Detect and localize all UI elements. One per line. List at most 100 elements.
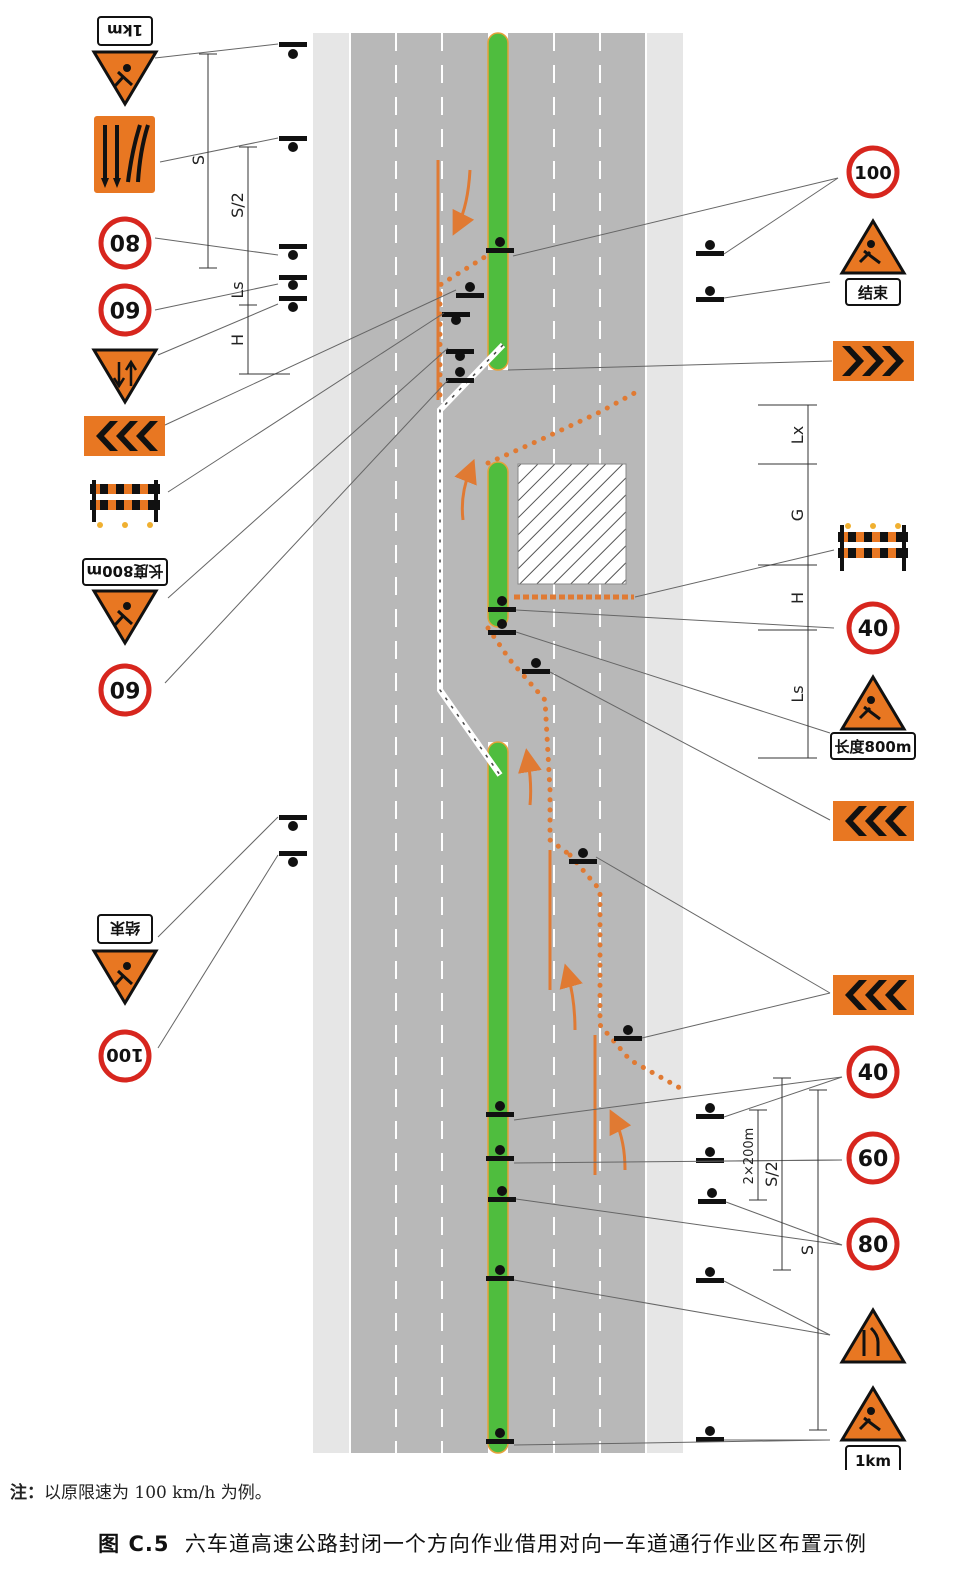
sign-post	[446, 349, 474, 361]
length-800m-plate-rotated: 长度800m	[82, 558, 168, 586]
sign-post	[698, 1188, 726, 1204]
sign-post	[569, 848, 597, 864]
distance-plate-1km-rotated: 1km	[97, 16, 153, 46]
dim-label-S: S	[189, 155, 208, 165]
left-carriageway	[350, 33, 488, 1453]
speed-limit-icon: 100	[846, 145, 900, 199]
cone-line	[485, 625, 573, 858]
sign-post	[696, 240, 724, 256]
svg-text:1km: 1km	[107, 21, 143, 39]
length-800m-plate: 长度800m	[830, 732, 916, 760]
speed-limit-icon: 40	[846, 601, 900, 655]
two-way-traffic-icon	[91, 348, 159, 405]
sign-post	[279, 42, 307, 59]
cone-line	[485, 387, 643, 466]
leader-lines	[154, 43, 843, 1446]
road-work-warning-icon	[839, 1385, 907, 1442]
median-top	[487, 32, 509, 371]
sign-post	[486, 1101, 514, 1117]
dim-label-S-half: S/2	[228, 192, 247, 218]
sign-post	[456, 282, 484, 298]
dim-label-2x200m: 2×200m	[742, 1128, 757, 1185]
cone-line	[437, 252, 491, 398]
sign-post	[488, 619, 516, 635]
dim-label-S-half-right: S/2	[762, 1161, 781, 1187]
svg-text:40: 40	[858, 1061, 889, 1086]
sign-post	[279, 244, 307, 260]
sign-post	[696, 1147, 724, 1163]
right-shoulder	[646, 33, 683, 1453]
svg-text:长度800m: 长度800m	[835, 738, 912, 756]
dim-label-Ls: Ls	[228, 281, 247, 298]
sign-post	[696, 286, 724, 302]
svg-text:100: 100	[854, 163, 892, 184]
end-plate-rotated: 结束	[97, 914, 153, 944]
left-shoulder	[313, 33, 350, 1453]
sign-post	[486, 1145, 514, 1161]
sign-post	[696, 1103, 724, 1119]
dim-label-S-right: S	[798, 1245, 817, 1255]
road-work-warning-icon	[839, 218, 907, 275]
sign-post	[279, 851, 307, 867]
dimension-lines	[199, 53, 827, 1431]
figure-note: 注：以原限速为 100 km/h 为例。	[10, 1478, 272, 1503]
right-signs: 100 结束 40	[830, 145, 916, 1470]
sign-post	[696, 1426, 724, 1442]
road-work-warning-icon	[91, 949, 159, 1006]
sign-post	[446, 367, 474, 383]
sign-post	[486, 1428, 514, 1444]
barricade-icon	[90, 480, 160, 528]
figure-title: 六车道高速公路封闭一个方向作业借用对向一车道通行作业区布置示例	[184, 1532, 867, 1556]
sign-post	[522, 658, 550, 674]
dim-label-H: H	[228, 334, 247, 346]
sign-post	[279, 296, 307, 312]
dimension-labels: S S/2 Ls H Lx G H Ls 2×200m S/2 S	[189, 155, 817, 1255]
sign-post	[279, 275, 307, 290]
right-carriageway	[508, 33, 646, 1453]
speed-limit-icon: 60	[98, 663, 152, 717]
svg-text:40: 40	[858, 617, 889, 642]
dim-label-Lx: Lx	[788, 426, 807, 444]
svg-text:1km: 1km	[855, 1452, 891, 1470]
end-plate: 结束	[845, 278, 901, 306]
sign-post	[488, 596, 516, 612]
speed-limit-icon: 80	[846, 1217, 900, 1271]
temporary-separation-barrier	[437, 342, 506, 777]
road-work-warning-icon	[91, 589, 159, 646]
speed-limit-icon: 60	[98, 283, 152, 337]
svg-text:结束: 结束	[109, 919, 140, 937]
note-prefix: 注：	[10, 1483, 44, 1503]
traffic-flow-arrows	[436, 160, 632, 1175]
sign-post	[486, 1265, 514, 1281]
svg-text:80: 80	[858, 1233, 889, 1258]
sign-post	[488, 1186, 516, 1202]
left-signs: 1km 80 60	[82, 16, 168, 1083]
svg-text:100: 100	[106, 1044, 144, 1065]
speed-limit-icon: 100	[98, 1029, 152, 1083]
note-text: 以原限速为 100 km/h 为例。	[44, 1483, 272, 1503]
sign-post	[614, 1025, 642, 1041]
sign-post	[696, 1267, 724, 1283]
sign-post	[279, 815, 307, 831]
svg-text:长度800m: 长度800m	[87, 562, 164, 580]
road-work-warning-icon	[839, 674, 907, 731]
figure-number: 图 C.5	[98, 1532, 170, 1556]
sign-post	[442, 312, 470, 325]
sign-post-markers	[279, 42, 726, 1444]
central-median	[487, 32, 509, 1454]
svg-text:结束: 结束	[858, 284, 889, 302]
chevron-left-icon	[833, 801, 914, 841]
sign-post	[486, 237, 514, 253]
chevron-right-icon	[833, 341, 914, 381]
svg-text:60: 60	[110, 676, 141, 701]
svg-text:60: 60	[858, 1147, 889, 1172]
svg-text:60: 60	[110, 296, 141, 321]
barricade-icon	[838, 523, 908, 571]
figure-caption: 图 C.5 六车道高速公路封闭一个方向作业借用对向一车道通行作业区布置示例	[0, 1528, 965, 1558]
traffic-cone-lines	[437, 252, 683, 1091]
dim-label-G: G	[788, 509, 807, 521]
chevron-left-icon	[84, 416, 165, 456]
work-zone-layout-diagram: S S/2 Ls H Lx G H Ls 2×200m S/2 S 1km 8	[82, 16, 916, 1470]
speed-limit-icon: 80	[98, 216, 152, 270]
chevron-left-icon	[833, 975, 914, 1015]
